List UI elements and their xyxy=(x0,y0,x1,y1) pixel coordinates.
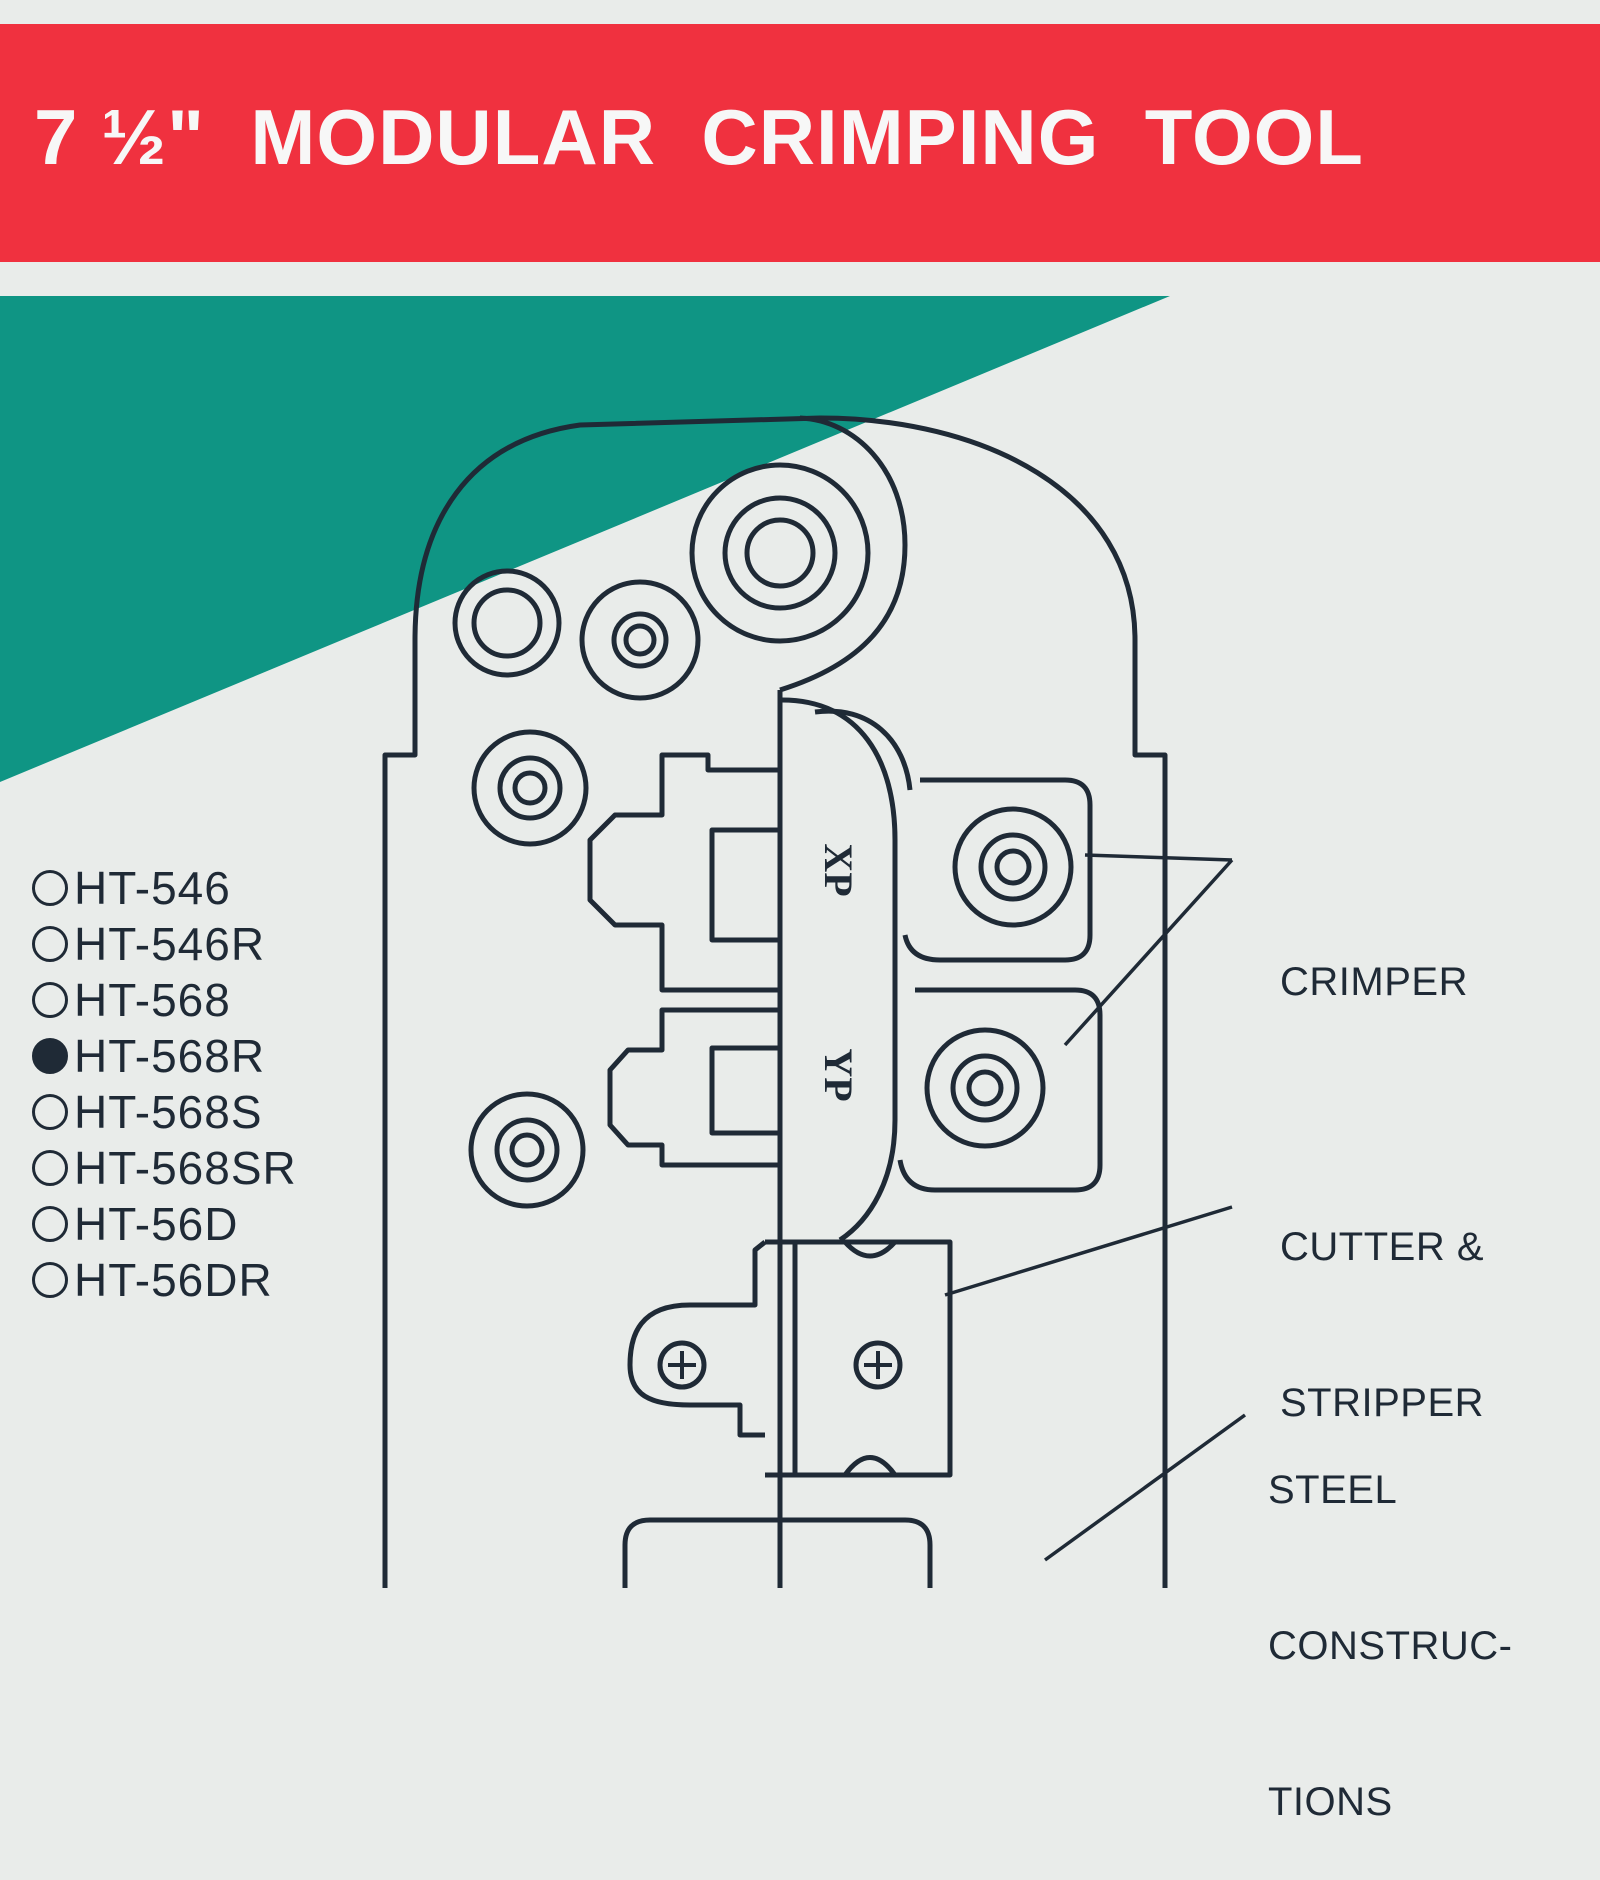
green-triangle xyxy=(0,296,1170,782)
screw-right xyxy=(853,1340,903,1390)
lower-block xyxy=(622,1517,933,1588)
model-label: HT-56D xyxy=(74,1198,239,1250)
pivot-ring-inner-left xyxy=(471,587,543,659)
tool-outline xyxy=(382,415,1168,1588)
model-option: HT-568SR xyxy=(32,1140,297,1196)
cutter-arm xyxy=(627,1240,767,1438)
center-jaw xyxy=(781,697,898,1243)
packaging-illustration: XP YP xyxy=(0,24,1600,1588)
steel-leader xyxy=(1043,1413,1247,1562)
radio-empty-icon xyxy=(32,982,68,1018)
bolt-left-lower-core xyxy=(509,1132,545,1168)
model-label: HT-56DR xyxy=(74,1254,273,1306)
radio-empty-icon xyxy=(32,926,68,962)
model-option: HT-546R xyxy=(32,916,297,972)
model-option: HT-568S xyxy=(32,1084,297,1140)
callout-crimper-line: CRIMPER xyxy=(1280,960,1468,1004)
model-label: HT-568R xyxy=(74,1030,266,1082)
radio-empty-icon xyxy=(32,1094,68,1130)
bolt-left-upper xyxy=(471,729,589,847)
radio-filled-icon xyxy=(32,1038,68,1074)
callout-steel-line-2: CONSTRUC- xyxy=(1268,1624,1513,1668)
bolt-top-small-ring xyxy=(611,611,669,669)
callout-cutter-line-1: CUTTER & xyxy=(1280,1225,1484,1269)
radio-empty-icon xyxy=(32,870,68,906)
bolt-large-core xyxy=(744,517,816,589)
callout-steel-line-1: STEEL xyxy=(1268,1468,1398,1512)
upper-knuckle xyxy=(779,415,908,693)
model-option: HT-546 xyxy=(32,860,297,916)
bolt-large-ring xyxy=(722,495,838,611)
model-option: HT-56DR xyxy=(32,1252,297,1308)
bolt-left-lower-ring xyxy=(494,1117,560,1183)
bolt-right-upper-ring xyxy=(978,832,1048,902)
bolt-right-upper-core xyxy=(994,848,1032,886)
model-label: HT-568SR xyxy=(74,1142,297,1194)
radio-empty-icon xyxy=(32,1150,68,1186)
bolt-right-upper xyxy=(952,806,1074,928)
model-label: HT-546R xyxy=(74,918,266,970)
callout-cutter-line-2: STRIPPER xyxy=(1280,1381,1485,1425)
cutter-block xyxy=(765,1239,953,1478)
model-label: HT-568S xyxy=(74,1086,263,1138)
screw-left xyxy=(657,1340,707,1390)
bolt-left-upper-ring xyxy=(497,755,563,821)
crimper-plate-upper xyxy=(902,777,1093,963)
callout-steel: STEEL CONSTRUC- TIONS xyxy=(1268,1360,1512,1880)
callout-crimper: CRIMPER xyxy=(1280,852,1468,1060)
model-option: HT-568R xyxy=(32,1028,297,1084)
die-slot-xp xyxy=(587,752,780,993)
screw-left-cross-icon xyxy=(668,1351,696,1379)
bolt-left-upper-core xyxy=(512,770,548,806)
bolt-right-lower-core xyxy=(966,1069,1004,1107)
cutter-notch-bottom xyxy=(842,1455,898,1477)
crimper-plate-lower xyxy=(897,987,1103,1193)
red-banner xyxy=(0,24,1600,262)
bolt-left-lower xyxy=(468,1091,586,1209)
die-window-xp xyxy=(709,827,783,943)
bolt-right-lower xyxy=(924,1027,1046,1149)
screw-right-cross-icon xyxy=(864,1351,892,1379)
radio-empty-icon xyxy=(32,1262,68,1298)
callout-cutter: CUTTER & STRIPPER xyxy=(1280,1117,1484,1481)
jaw-lobe xyxy=(814,708,913,791)
bolt-top-small xyxy=(579,579,701,701)
xp-label: XP xyxy=(816,843,861,896)
die-slot-yp xyxy=(607,1007,780,1168)
model-option: HT-568 xyxy=(32,972,297,1028)
bolt-large-outer xyxy=(689,462,871,644)
model-label: HT-546 xyxy=(74,862,231,914)
die-window-yp xyxy=(709,1045,783,1136)
pivot-ring-outer-left xyxy=(452,568,562,678)
crimping-tool-drawing xyxy=(382,415,1247,1588)
bolt-right-lower-ring xyxy=(950,1053,1020,1123)
radio-empty-icon xyxy=(32,1206,68,1242)
bolt-top-small-core xyxy=(623,623,657,657)
callout-steel-line-3: TIONS xyxy=(1268,1780,1393,1824)
crimper-leader xyxy=(1063,853,1234,1047)
model-option: HT-56D xyxy=(32,1196,297,1252)
yp-label: YP xyxy=(816,1048,861,1101)
cutter-leader xyxy=(944,1205,1233,1297)
model-label: HT-568 xyxy=(74,974,231,1026)
cutter-notch-top xyxy=(843,1240,897,1259)
banner-title: 7 ½" MODULAR CRIMPING TOOL xyxy=(34,93,1364,181)
